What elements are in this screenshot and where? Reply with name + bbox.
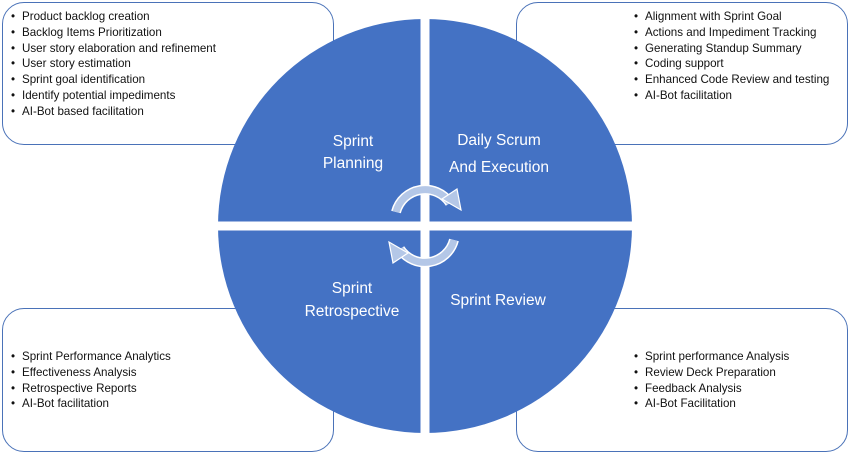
review-label: Sprint Review bbox=[450, 292, 546, 309]
list-item: User story estimation bbox=[11, 56, 333, 72]
list-item: Actions and Impediment Tracking bbox=[634, 25, 847, 41]
daily-scrum-label-line2: And Execution bbox=[449, 159, 549, 176]
planning-label-line1: Sprint bbox=[333, 133, 374, 150]
daily-scrum-activities-box: Alignment with Sprint Goal Actions and I… bbox=[516, 2, 848, 145]
quadrant-daily-scrum bbox=[425, 19, 632, 226]
list-item: Sprint performance Analysis bbox=[634, 349, 847, 365]
list-item: AI-Bot facilitation bbox=[11, 396, 333, 412]
daily-scrum-activities-list: Alignment with Sprint Goal Actions and I… bbox=[634, 9, 847, 104]
list-item: Sprint goal identification bbox=[11, 72, 333, 88]
list-item: Sprint Performance Analytics bbox=[11, 349, 333, 365]
list-item: AI-Bot Facilitation bbox=[634, 396, 847, 412]
list-item: Coding support bbox=[634, 56, 847, 72]
retrospective-label-line1: Sprint bbox=[332, 280, 373, 297]
retrospective-activities-list: Sprint Performance Analytics Effectivene… bbox=[11, 349, 333, 412]
planning-label-line2: Planning bbox=[323, 155, 383, 172]
quadrant-sprint-retrospective bbox=[218, 226, 425, 433]
review-activities-list: Sprint performance Analysis Review Deck … bbox=[634, 349, 847, 412]
list-item: Alignment with Sprint Goal bbox=[634, 9, 847, 25]
list-item: Feedback Analysis bbox=[634, 381, 847, 397]
list-item: Backlog Items Prioritization bbox=[11, 25, 333, 41]
list-item: Generating Standup Summary bbox=[634, 41, 847, 57]
list-item: Identify potential impediments bbox=[11, 88, 333, 104]
daily-scrum-label-line1: Daily Scrum bbox=[457, 132, 541, 149]
planning-activities-list: Product backlog creation Backlog Items P… bbox=[11, 9, 333, 120]
list-item: AI-Bot facilitation bbox=[634, 88, 847, 104]
list-item: Enhanced Code Review and testing bbox=[634, 72, 847, 88]
list-item: User story elaboration and refinement bbox=[11, 41, 333, 57]
retrospective-label-line2: Retrospective bbox=[305, 303, 400, 320]
planning-activities-box: Product backlog creation Backlog Items P… bbox=[2, 2, 334, 145]
list-item: Review Deck Preparation bbox=[634, 365, 847, 381]
list-item: AI-Bot based facilitation bbox=[11, 104, 333, 120]
cycle-arrows-icon bbox=[388, 184, 462, 268]
list-item: Retrospective Reports bbox=[11, 381, 333, 397]
list-item: Effectiveness Analysis bbox=[11, 365, 333, 381]
quadrant-sprint-review bbox=[425, 226, 632, 433]
quadrant-sprint-planning bbox=[218, 19, 425, 226]
list-item: Product backlog creation bbox=[11, 9, 333, 25]
